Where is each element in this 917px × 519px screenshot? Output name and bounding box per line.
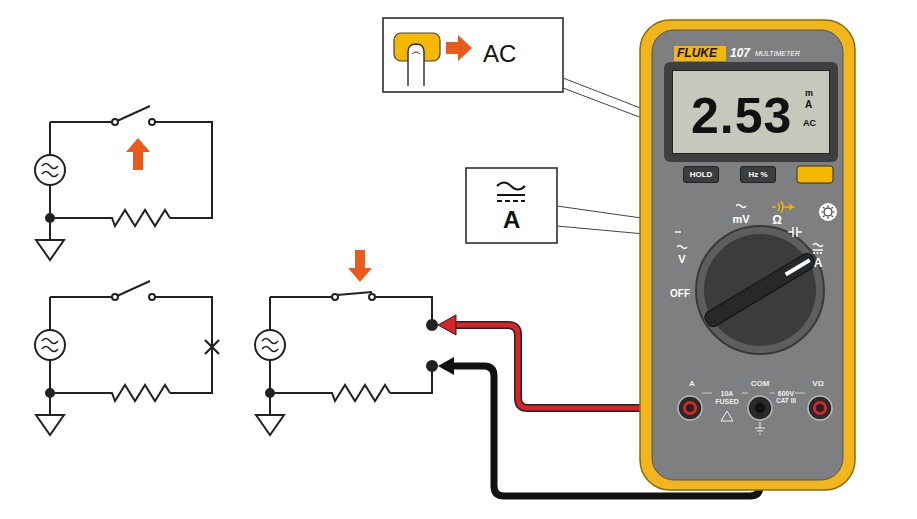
dial-label: Ω	[772, 214, 782, 226]
unit-prefix: m	[805, 89, 813, 98]
switch-open-arrow	[126, 138, 150, 170]
brand-logo: FLUKE	[677, 47, 717, 59]
callout-text: A	[503, 208, 520, 232]
model-number: 107	[730, 47, 750, 59]
backlight-icon	[819, 203, 837, 221]
circuit-broken	[35, 281, 219, 435]
callout-box: AC	[383, 18, 563, 92]
hold-button: HOLD	[683, 166, 719, 183]
callout-box	[383, 18, 563, 92]
model-name: MULTIMETER	[755, 50, 800, 57]
lcd-display: 2.53 mA AC	[672, 70, 830, 154]
circuit-open	[35, 106, 212, 260]
jack-rating: 10A	[721, 390, 734, 397]
button-label: Hz %	[748, 171, 767, 179]
multimeter-body	[640, 20, 855, 490]
dial-label: mV	[732, 214, 749, 225]
ac-select-button	[797, 166, 833, 183]
button-label: HOLD	[690, 171, 713, 179]
hz-button: Hz %	[740, 166, 776, 183]
dial-label: A	[814, 257, 823, 269]
circuit-measured	[255, 292, 437, 435]
switch-close-arrow	[348, 250, 372, 282]
callout-box	[466, 168, 557, 243]
dial-symbols	[675, 201, 823, 253]
jack-rating: CAT III	[776, 398, 796, 405]
jack-label: A	[689, 380, 695, 388]
jack-rating: 600V	[778, 390, 794, 397]
button-press-icon	[394, 33, 472, 86]
mode-indicator: AC	[803, 119, 816, 128]
rotary-dial	[696, 226, 824, 354]
callout-box: A	[466, 168, 557, 243]
reading-value: 2.53	[691, 91, 792, 141]
jack-label: COM	[751, 380, 770, 388]
jack-label: VΩ	[812, 380, 824, 388]
input-jacks	[678, 393, 832, 434]
ac-dc-amps-symbol	[497, 183, 525, 202]
multimeter: 2.53mAACHOLDHz %FLUKE107MULTIMETER	[640, 20, 855, 490]
unit-symbol: A	[805, 100, 812, 110]
dial-label: OFF	[670, 289, 690, 299]
jack-rating: FUSED	[715, 398, 739, 405]
callout-text: AC	[483, 42, 516, 66]
dial-label: V	[678, 254, 685, 265]
